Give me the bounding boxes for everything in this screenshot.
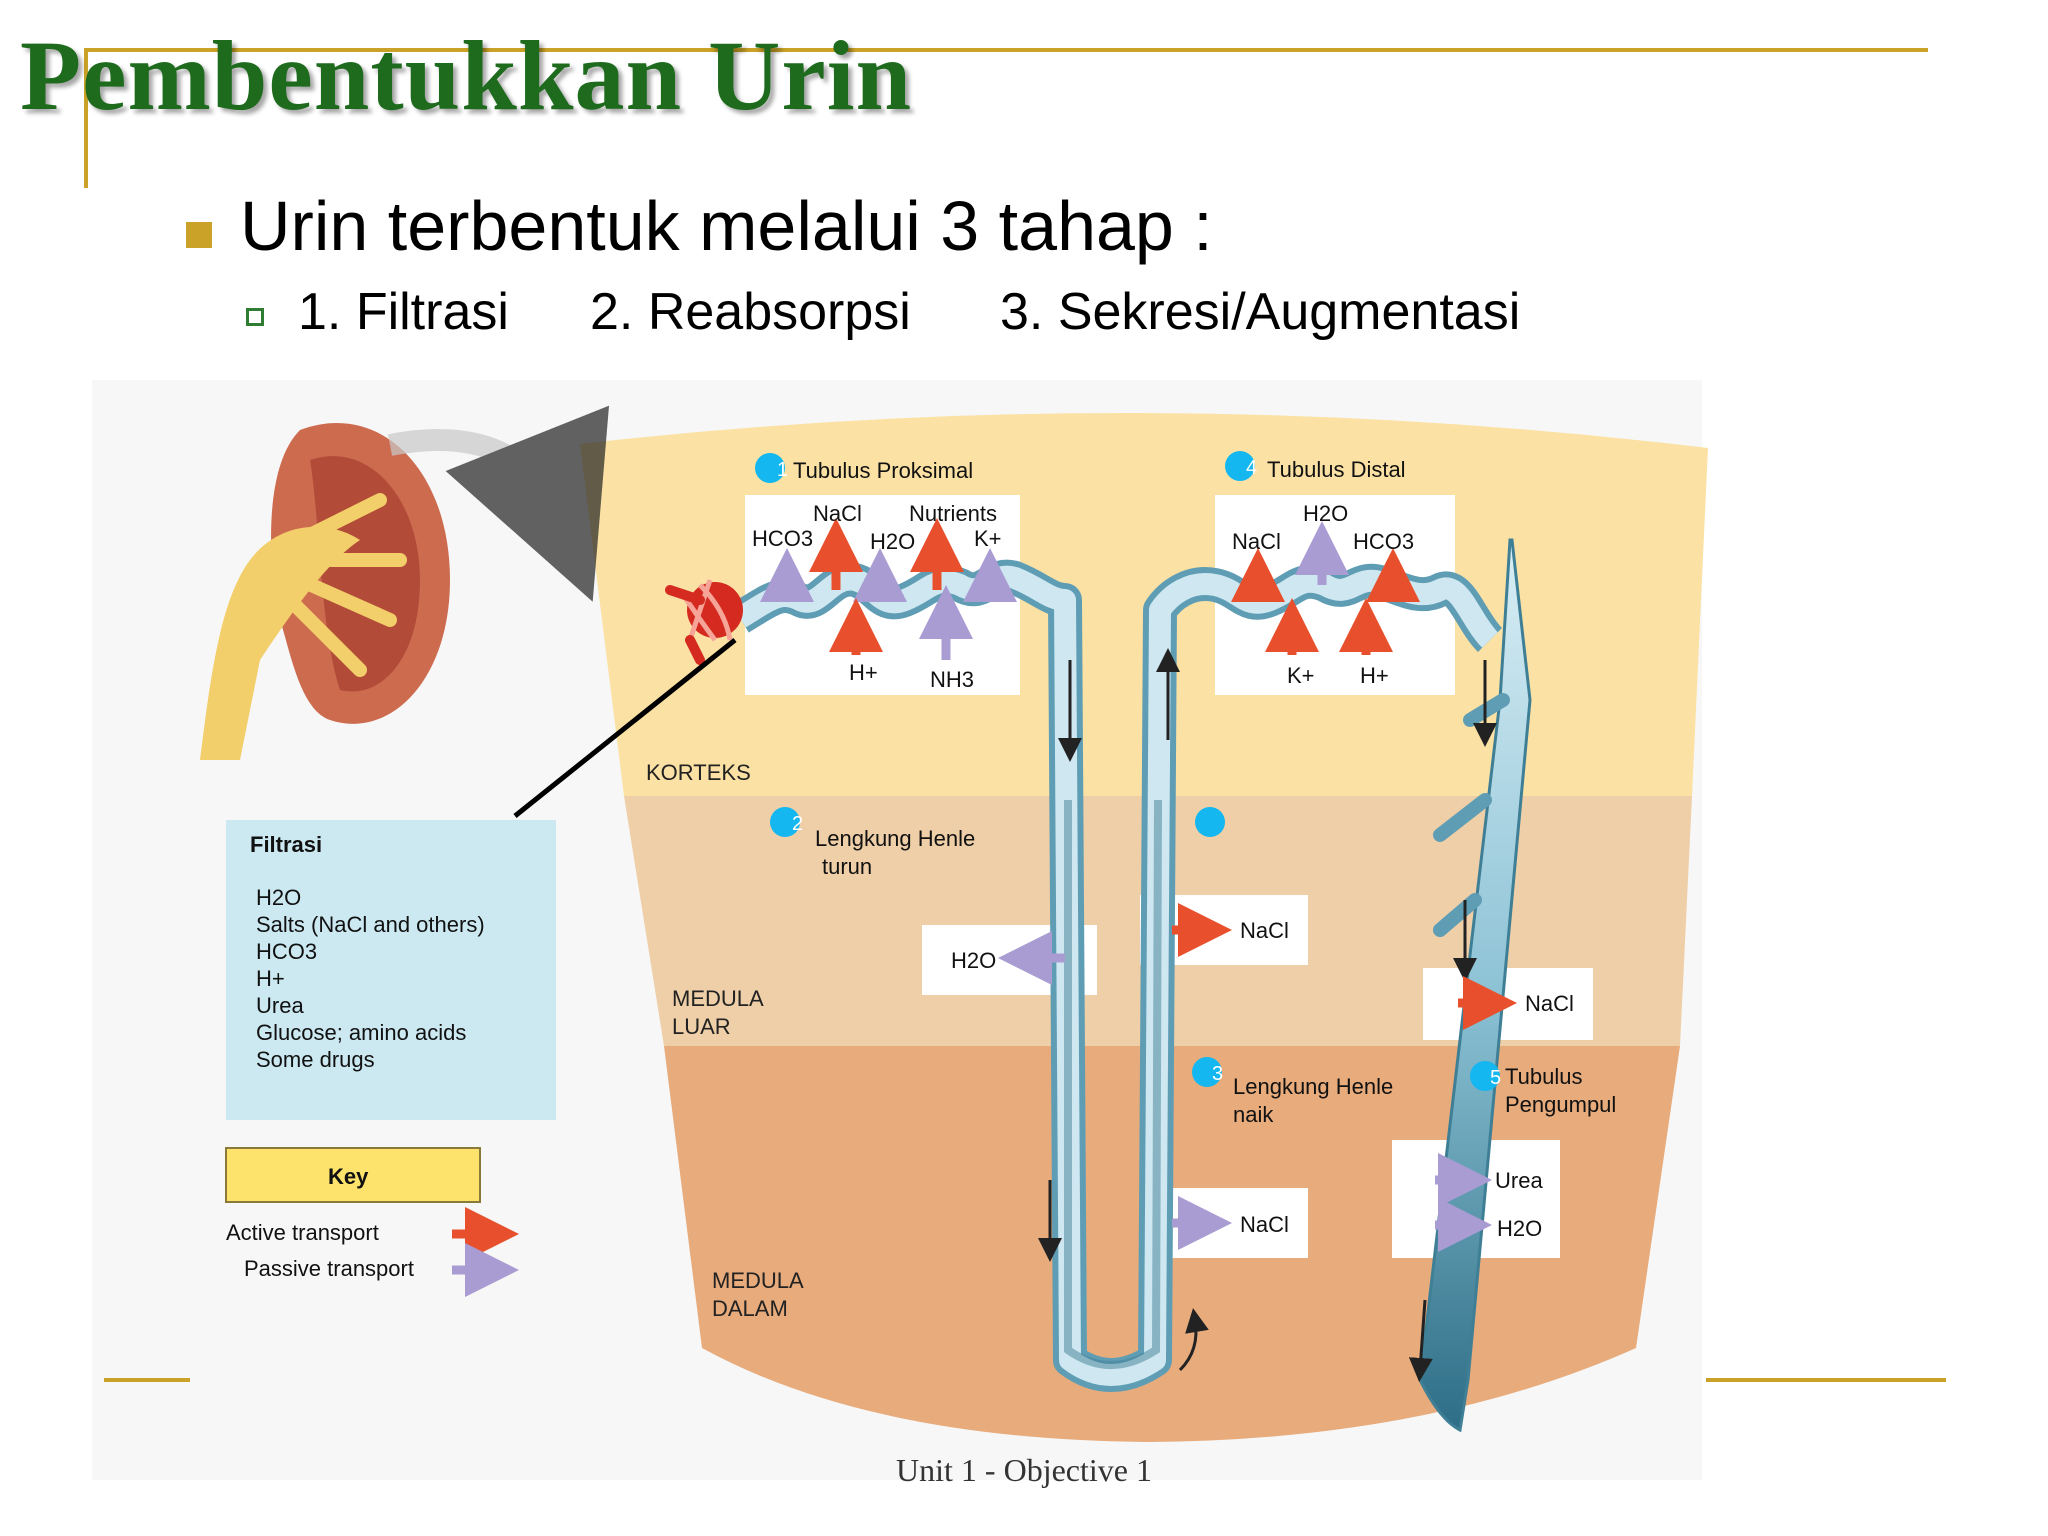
filtration-item: HCO3 — [256, 939, 317, 964]
collecting-nacl-label: NaCl — [1525, 991, 1574, 1016]
key-active-label: Active transport — [226, 1220, 379, 1245]
key-box — [225, 1147, 481, 1203]
key-title: Key — [328, 1164, 369, 1189]
segment-5-number: 5 — [1490, 1067, 1501, 1089]
proximal-h-label: H+ — [849, 660, 878, 685]
segment-2-label-line2: turun — [822, 854, 872, 879]
ascending-lower-nacl-label: NaCl — [1240, 1212, 1289, 1237]
filtration-item: Urea — [256, 993, 304, 1018]
proximal-k-label: K+ — [974, 526, 1002, 551]
descending-h2o-label: H2O — [951, 948, 996, 973]
title-rule-horizontal — [84, 48, 1928, 52]
proximal-nutrients-label: Nutrients — [909, 501, 997, 526]
segment-3-label-line1: Lengkung Henle — [1233, 1074, 1393, 1099]
segment-2-marker — [770, 807, 800, 837]
filtration-title: Filtrasi — [250, 832, 322, 857]
segment-4-label: Tubulus Distal — [1267, 457, 1406, 482]
proximal-hco3-label: HCO3 — [752, 526, 813, 551]
sub-item-sekresi: 3. Sekresi/Augmentasi — [1000, 283, 1521, 341]
collecting-urea-label: Urea — [1495, 1168, 1543, 1193]
segment-1-label: Tubulus Proksimal — [793, 458, 973, 483]
slide-footer: Unit 1 - Objective 1 — [896, 1452, 1152, 1488]
filtration-item: Salts (NaCl and others) — [256, 912, 485, 937]
zone-medula-dalam-label-1: MEDULA — [712, 1268, 804, 1293]
filtration-item: Some drugs — [256, 1047, 375, 1072]
title-rule-vertical — [84, 48, 88, 188]
segment-1-number: 1 — [777, 459, 788, 481]
filtration-pointer-line — [513, 638, 737, 818]
segment-2-number: 2 — [792, 813, 803, 835]
flow-arrow-down-5 — [1408, 1299, 1433, 1382]
segment-4-number: 4 — [1246, 457, 1257, 479]
filtration-item: H2O — [256, 885, 301, 910]
filtration-item: Glucose; amino acids — [256, 1020, 466, 1045]
distal-nacl-label: NaCl — [1232, 529, 1281, 554]
footer-rule-right — [1706, 1378, 1946, 1382]
proximal-nh3-label: NH3 — [930, 667, 974, 692]
segment-1-marker — [755, 453, 785, 483]
footer-rule-left — [104, 1378, 190, 1382]
segment-5-label-line2: Pengumpul — [1505, 1092, 1616, 1117]
segment-5-marker — [1470, 1061, 1500, 1091]
segment-3-marker — [1192, 1057, 1222, 1087]
proximal-h2o-label: H2O — [870, 529, 915, 554]
sub-bullet-checkbox-icon — [246, 308, 264, 326]
segment-2-label-line1: Lengkung Henle — [815, 826, 975, 851]
ascending-upper-nacl-label: NaCl — [1240, 918, 1289, 943]
segment-3-number: 3 — [1212, 1063, 1223, 1085]
sub-item-filtrasi: 1. Filtrasi — [298, 283, 509, 341]
distal-h-label: H+ — [1360, 663, 1389, 688]
sub-item-reabsorpsi: 2. Reabsorpsi — [590, 283, 911, 341]
glomerulus-icon — [665, 579, 743, 665]
segment-5-label-line1: Tubulus — [1505, 1064, 1582, 1089]
filtration-item: H+ — [256, 966, 285, 991]
distal-k-label: K+ — [1287, 663, 1315, 688]
collecting-h2o-label: H2O — [1497, 1216, 1542, 1241]
filtration-box — [226, 820, 556, 1120]
slide-title: Pembentukkan Urin — [20, 20, 913, 131]
zone-medula-luar-label-1: MEDULA — [672, 986, 764, 1011]
segment-unlabeled-marker — [1195, 807, 1225, 837]
key-passive-label: Passive transport — [244, 1256, 414, 1281]
main-bullet-text: Urin terbentuk melalui 3 tahap : — [240, 187, 1213, 265]
zone-medula-luar-label-2: LUAR — [672, 1014, 731, 1039]
kidney-icon — [200, 405, 609, 760]
zone-korteks-label: KORTEKS — [646, 760, 751, 785]
flow-arrow-up-2 — [1178, 1308, 1209, 1372]
zone-medula-dalam-label-2: DALAM — [712, 1296, 788, 1321]
segment-4-marker — [1225, 451, 1255, 481]
distal-hco3-label: HCO3 — [1353, 529, 1414, 554]
segment-3-label-line2: naik — [1233, 1102, 1274, 1127]
distal-h2o-label: H2O — [1303, 501, 1348, 526]
proximal-nacl-label: NaCl — [813, 501, 862, 526]
bullet-square-icon — [186, 222, 212, 248]
